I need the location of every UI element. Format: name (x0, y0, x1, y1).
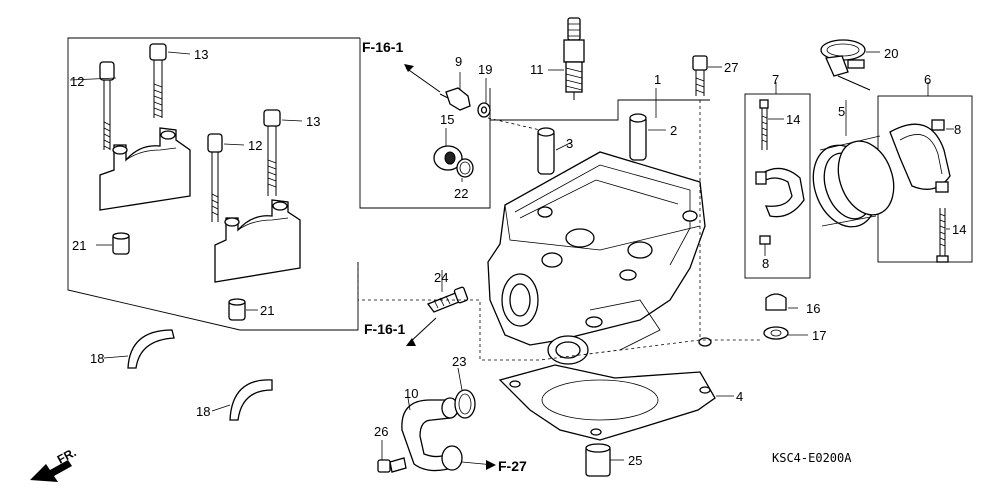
valve-guide-2 (629, 113, 647, 161)
fitting-9 (439, 87, 471, 111)
bolt-12-left (99, 61, 115, 150)
dowel-pin-21-upper (112, 232, 130, 255)
callout-23: 23 (452, 354, 466, 369)
ref-f16-top[interactable]: F-16-1 (362, 39, 403, 55)
bolt-13-right (263, 109, 281, 196)
washer-19 (477, 102, 491, 118)
water-elbow-10 (401, 397, 463, 472)
ref-f16-mid[interactable]: F-16-1 (364, 321, 405, 337)
callout-22: 22 (454, 186, 468, 201)
callout-2: 2 (670, 123, 677, 138)
callout-20: 20 (884, 46, 898, 61)
dowel-pin-21-lower (228, 298, 246, 321)
callout-13-right: 13 (306, 114, 320, 129)
callout-8-clamp: 8 (762, 256, 769, 271)
bolt-27 (692, 55, 708, 96)
callout-7: 7 (772, 72, 779, 87)
callout-5: 5 (838, 104, 845, 119)
bolt-13-left (149, 43, 167, 118)
callout-15: 15 (440, 112, 454, 127)
stud-24 (426, 286, 469, 313)
o-ring-23 (454, 389, 476, 419)
front-arrow-icon (30, 460, 72, 482)
callout-4: 4 (736, 389, 743, 404)
callout-3: 3 (566, 136, 573, 151)
camshaft-holder-group-box (67, 37, 360, 331)
callout-11: 11 (530, 62, 544, 77)
callout-9: 9 (455, 54, 462, 69)
callout-1: 1 (654, 72, 661, 87)
callout-8-right: 8 (954, 122, 961, 137)
callout-6: 6 (924, 72, 931, 87)
callout-16: 16 (806, 301, 820, 316)
cylinder-head-1 (487, 151, 712, 365)
arrow-f16-top (404, 64, 414, 72)
insulator-5 (812, 135, 895, 228)
callout-21-lower: 21 (260, 303, 274, 318)
callout-19: 19 (478, 62, 492, 77)
callout-27: 27 (724, 60, 738, 75)
clamp-7 (755, 99, 805, 245)
callout-18-lower: 18 (196, 404, 210, 419)
diagram-code: KSC4-E0200A (772, 451, 852, 465)
callout-14-clamp: 14 (786, 112, 800, 127)
spark-plug-11 (563, 17, 585, 100)
callout-12-right: 12 (248, 138, 262, 153)
arrow-f27 (486, 460, 496, 470)
insulator-band-6 (889, 119, 951, 263)
cap-nut-16 (765, 293, 787, 311)
arrow-f16-mid (406, 338, 416, 346)
callout-21-upper: 21 (72, 238, 86, 253)
arc-plug-18-upper (127, 329, 175, 369)
callout-17: 17 (812, 328, 826, 343)
callout-13-left: 13 (194, 47, 208, 62)
callout-10: 10 (404, 386, 418, 401)
cap-15 (433, 145, 463, 171)
head-gasket-4 (498, 364, 716, 441)
callout-12-left: 12 (70, 74, 84, 89)
cylinder-head-group-box (490, 99, 710, 121)
callout-18-upper: 18 (90, 351, 104, 366)
collar-25 (585, 443, 611, 477)
leader-lines (69, 51, 954, 466)
callout-14-right: 14 (952, 222, 966, 237)
bolt-26 (377, 457, 407, 473)
washer-17 (763, 326, 789, 340)
valve-group-box (359, 38, 491, 209)
ref-f27[interactable]: F-27 (498, 458, 527, 474)
bolt-12-right (207, 133, 223, 222)
o-ring-22 (456, 158, 474, 178)
callout-24: 24 (434, 270, 448, 285)
hose-clamp-20 (820, 39, 871, 91)
camshaft-holder-right (214, 199, 301, 283)
callout-25: 25 (628, 453, 642, 468)
valve-guide-3 (537, 127, 555, 175)
camshaft-holder-left (99, 127, 191, 211)
clamp-group-box-7 (744, 93, 811, 279)
arc-plug-18-lower (229, 379, 273, 421)
callout-26: 26 (374, 424, 388, 439)
front-marker: FR. (55, 445, 79, 466)
